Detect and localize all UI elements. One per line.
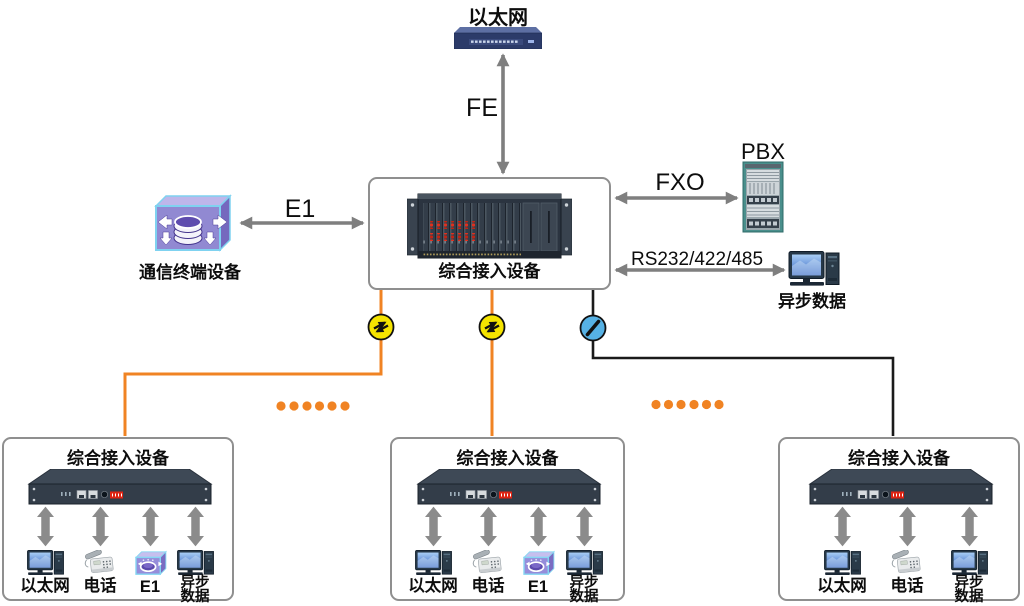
port-label: 异步 xyxy=(569,575,599,591)
updown-arrow-icon xyxy=(425,506,442,547)
access-rack-icon xyxy=(407,193,572,259)
computer-icon xyxy=(414,550,453,576)
computer-icon xyxy=(823,550,862,576)
port-label: E1 xyxy=(139,578,161,596)
ethernet-switch-icon xyxy=(454,27,542,49)
port-phone: 电话 xyxy=(875,506,939,595)
port-label2: 数据 xyxy=(180,589,210,605)
iad-box-3: 综合接入设备 以太网 电话 异步 数据 xyxy=(778,437,1020,604)
port-phone: 电话 xyxy=(456,506,520,595)
fxo-link-label: FXO xyxy=(655,169,705,196)
rs232-link-label: RS232/422/485 xyxy=(630,249,764,270)
pbx-label: PBX xyxy=(740,139,786,164)
port-label: 以太网 xyxy=(20,577,70,595)
updown-arrow-icon xyxy=(576,506,593,547)
port-e1: E1 xyxy=(506,506,570,596)
fe-link-label: FE xyxy=(466,94,498,122)
access-device-1u-icon xyxy=(25,469,215,506)
telephone-icon xyxy=(84,550,117,576)
pbx-rack-icon xyxy=(742,161,784,233)
port-label: 电话 xyxy=(890,577,924,595)
iad-box-3-title: 综合接入设备 xyxy=(848,449,950,468)
updown-arrow-icon xyxy=(961,506,978,547)
iad-box-2-title: 综合接入设备 xyxy=(456,449,559,468)
ethernet-label: 以太网 xyxy=(468,7,528,29)
port-label: 电话 xyxy=(471,577,505,595)
terminal-device-icon xyxy=(154,194,232,252)
updown-arrow-icon xyxy=(899,506,916,547)
port-async: 异步 数据 xyxy=(163,506,227,604)
port-ethernet: 以太网 xyxy=(13,506,77,595)
port-label: 异步 xyxy=(180,575,210,591)
iad-box-1: 综合接入设备 以太网 电话 E1 异步 数据 xyxy=(2,437,234,604)
updown-arrow-icon xyxy=(92,506,109,547)
port-ethernet: 以太网 xyxy=(401,506,465,595)
access-device-1u-icon xyxy=(414,469,604,506)
port-label2: 数据 xyxy=(569,589,599,605)
computer-icon xyxy=(950,550,989,576)
port-label2: 数据 xyxy=(954,589,984,605)
updown-arrow-icon xyxy=(37,506,54,547)
central-access-device-box: 综合接入设备 xyxy=(368,177,611,290)
updown-arrow-icon xyxy=(187,506,204,547)
port-label: 电话 xyxy=(83,577,117,595)
fiber-connector-icon xyxy=(478,313,506,341)
telephone-icon xyxy=(472,550,505,576)
port-label: 以太网 xyxy=(817,577,867,595)
fiber-connector-icon xyxy=(367,313,395,341)
iad-box-1-title: 综合接入设备 xyxy=(67,449,169,468)
port-phone: 电话 xyxy=(68,506,132,595)
e1-link-label: E1 xyxy=(284,195,316,223)
cable-connector-icon xyxy=(579,314,607,342)
access-device-1u-icon xyxy=(806,469,996,506)
iad-box-2: 综合接入设备 以太网 电话 E1 异步 数据 xyxy=(390,437,625,604)
updown-arrow-icon xyxy=(834,506,851,547)
fiber-link-left xyxy=(123,290,383,436)
port-async: 异步 数据 xyxy=(937,506,1001,604)
ellipsis-dots-right xyxy=(651,399,724,410)
updown-arrow-icon xyxy=(142,506,159,547)
port-async: 异步 数据 xyxy=(552,506,616,604)
updown-arrow-icon xyxy=(530,506,547,547)
computer-icon xyxy=(788,251,840,287)
e1-module-icon xyxy=(520,549,556,577)
computer-icon xyxy=(176,550,215,576)
port-label: 异步 xyxy=(954,575,984,591)
port-label: E1 xyxy=(527,578,549,596)
async-data-label: 异步数据 xyxy=(778,292,846,311)
port-ethernet: 以太网 xyxy=(810,506,874,595)
central-box-title: 综合接入设备 xyxy=(438,262,541,281)
ellipsis-dots-left xyxy=(276,401,350,411)
terminal-device-label: 通信终端设备 xyxy=(139,263,241,282)
port-e1: E1 xyxy=(118,506,182,596)
computer-icon xyxy=(565,550,604,576)
port-label: 以太网 xyxy=(408,577,458,595)
updown-arrow-icon xyxy=(480,506,497,547)
telephone-icon xyxy=(891,550,924,576)
computer-icon xyxy=(26,550,65,576)
